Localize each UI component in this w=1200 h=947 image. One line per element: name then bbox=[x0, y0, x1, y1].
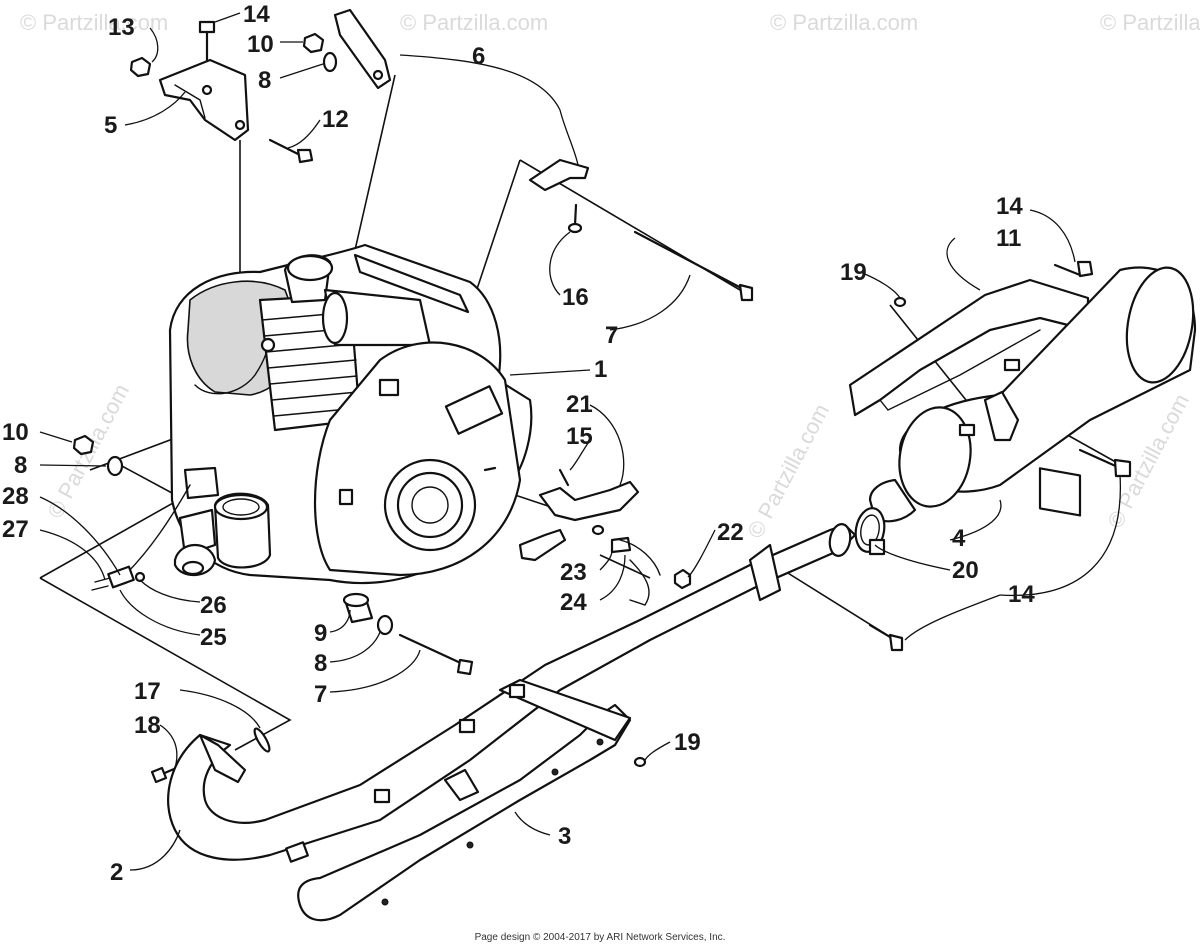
callout-5: 5 bbox=[104, 112, 117, 139]
callout-18: 18 bbox=[134, 712, 161, 739]
rivet-19-bottom bbox=[633, 756, 647, 768]
fasteners bbox=[72, 20, 1132, 784]
callout-8: 8 bbox=[14, 452, 27, 479]
callout-10: 10 bbox=[2, 419, 29, 446]
callout-11: 11 bbox=[996, 225, 1021, 252]
callout-13: 13 bbox=[108, 14, 135, 41]
callout-4: 4 bbox=[952, 525, 966, 552]
callout-22: 22 bbox=[717, 519, 744, 546]
washer-8-left bbox=[106, 455, 124, 477]
callout-6: 6 bbox=[472, 43, 485, 70]
bolt-16 bbox=[567, 203, 583, 234]
upper-bracket bbox=[333, 8, 392, 90]
callout-21: 21 bbox=[566, 391, 593, 418]
bolt-14-top bbox=[198, 20, 216, 62]
watermark-text: © Partzilla.com bbox=[20, 10, 168, 35]
sensor-harness bbox=[91, 484, 191, 591]
bolt-7-bottom bbox=[398, 633, 474, 676]
rivet-19-top bbox=[893, 296, 907, 308]
callout-27: 27 bbox=[2, 516, 29, 543]
callout-12: 12 bbox=[322, 106, 349, 133]
heat-guard bbox=[297, 678, 632, 922]
bolt-12 bbox=[268, 138, 314, 164]
callout-9: 9 bbox=[314, 620, 327, 647]
nut-13 bbox=[129, 56, 152, 78]
watermark-text: © Partzilla.com bbox=[742, 400, 834, 543]
gasket-17 bbox=[253, 727, 271, 753]
callout-14: 14 bbox=[1008, 581, 1035, 608]
spacer-9 bbox=[342, 592, 374, 624]
nut-22 bbox=[673, 568, 692, 590]
callout-19: 19 bbox=[674, 729, 701, 756]
callout-7: 7 bbox=[605, 322, 618, 349]
copyright-footer: Page design © 2004-2017 by ARI Network S… bbox=[474, 932, 726, 943]
callout-28: 28 bbox=[2, 483, 29, 510]
washer-8-top bbox=[322, 51, 338, 73]
callout-19: 19 bbox=[840, 259, 867, 286]
engine-mount-bracket bbox=[158, 58, 250, 142]
callout-labels: 13 14 10 8 6 5 12 16 7 1 21 15 10 8 28 2… bbox=[2, 1, 1035, 886]
engine-assembly bbox=[168, 243, 533, 585]
nut-10-left bbox=[72, 434, 95, 456]
callout-17: 17 bbox=[134, 678, 161, 705]
callout-2: 2 bbox=[110, 859, 123, 886]
watermark-text: © Partzilla.com bbox=[400, 10, 548, 35]
callout-24: 24 bbox=[560, 589, 587, 616]
callout-10: 10 bbox=[247, 31, 274, 58]
watermark-text: © Partzilla.com bbox=[770, 10, 918, 35]
bolt-14-muffler-top bbox=[1053, 260, 1094, 278]
callout-8: 8 bbox=[258, 67, 271, 94]
callout-20: 20 bbox=[952, 557, 979, 584]
muffler bbox=[868, 266, 1197, 523]
callout-26: 26 bbox=[200, 592, 227, 619]
callout-15: 15 bbox=[566, 423, 593, 450]
heat-shield bbox=[848, 278, 1090, 517]
callout-14: 14 bbox=[996, 193, 1023, 220]
washer-8-bottom bbox=[376, 614, 394, 636]
callout-23: 23 bbox=[560, 559, 587, 586]
callout-25: 25 bbox=[200, 624, 227, 651]
bolt-14-muffler-side bbox=[1078, 448, 1132, 478]
bolt-14-bottom bbox=[868, 623, 904, 652]
callout-1: 1 bbox=[594, 356, 607, 383]
leader-lines bbox=[39, 12, 1122, 871]
shift-linkage bbox=[483, 466, 661, 606]
callout-8: 8 bbox=[314, 650, 327, 677]
callout-3: 3 bbox=[558, 823, 571, 850]
callout-7: 7 bbox=[314, 681, 327, 708]
watermark-text: © Partzilla.com bbox=[1100, 10, 1200, 35]
side-bracket bbox=[528, 158, 590, 192]
callout-16: 16 bbox=[562, 284, 589, 311]
bolt-7-long bbox=[633, 230, 754, 302]
nut-10-top bbox=[302, 32, 325, 54]
callout-14: 14 bbox=[243, 1, 270, 28]
